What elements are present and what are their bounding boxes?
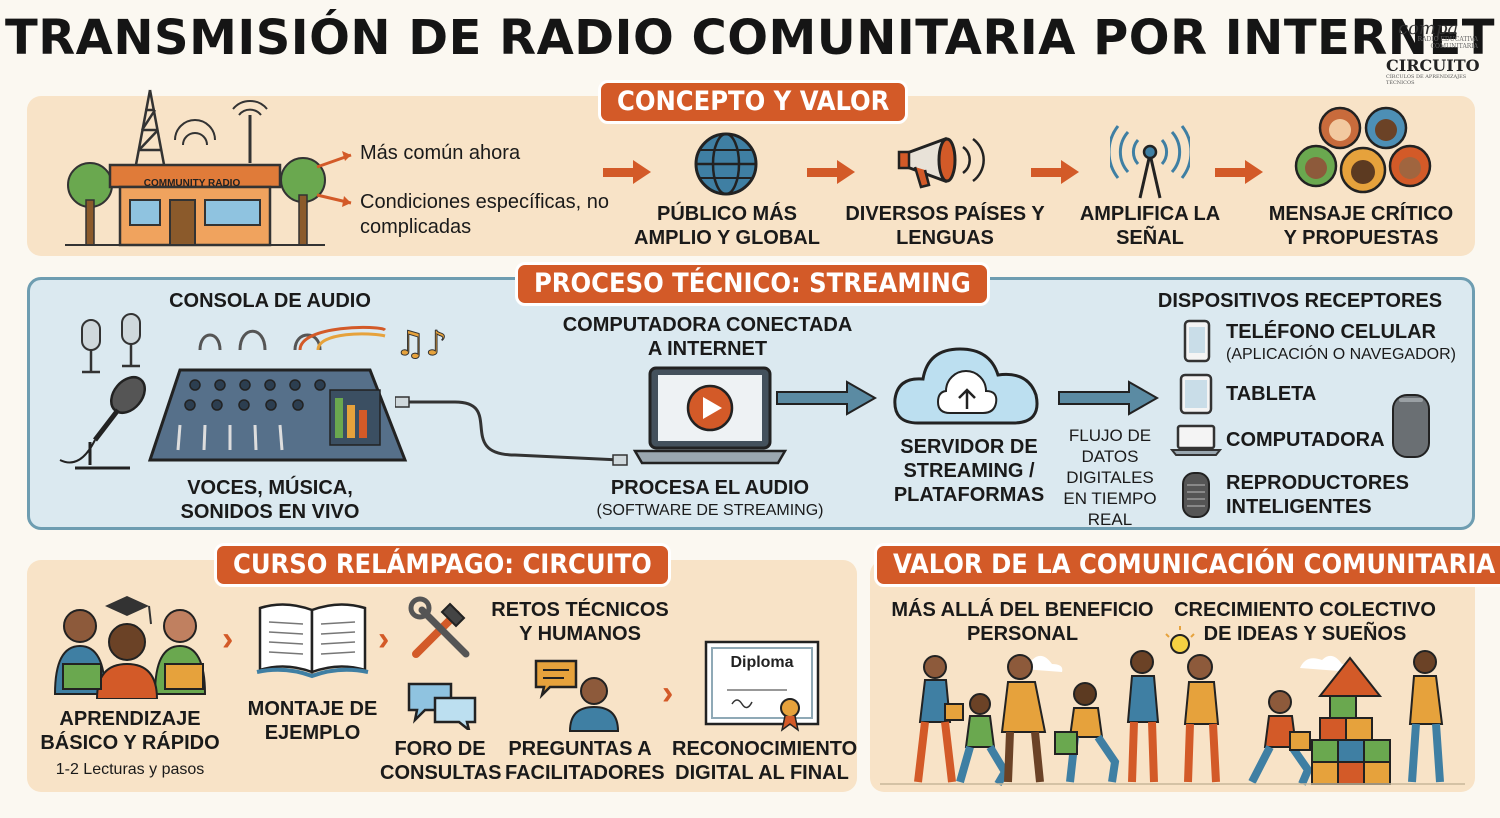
globe-icon bbox=[694, 132, 758, 196]
note-condiciones: Condiciones específicas, no complicadas bbox=[360, 191, 610, 238]
note-arrows-icon bbox=[316, 151, 352, 207]
tools-icon bbox=[408, 596, 470, 658]
device-tablet-label: TABLETA bbox=[1226, 383, 1317, 405]
step-paises: DIVERSOS PAÍSES Y LENGUAS bbox=[845, 203, 1045, 249]
circuito-logo-text: CIRCUITO bbox=[1386, 56, 1480, 75]
step-mensaje: MENSAJE CRÍTICO Y PROPUESTAS bbox=[1268, 203, 1454, 249]
people-faces-icon bbox=[1294, 106, 1432, 194]
laptop-icon bbox=[1170, 424, 1222, 456]
diploma-word: Diploma bbox=[730, 654, 794, 671]
curso-item1-sub: 1-2 Lecturas y pasos bbox=[55, 761, 205, 778]
circuito-tagline: CÍRCULOS DE APRENDIZAJES TÉCNICOS bbox=[1386, 74, 1467, 86]
flow-arrow-2 bbox=[807, 160, 855, 184]
console-caption: VOCES, MÚSICA, SONIDOS EN VIVO bbox=[180, 477, 360, 523]
arrow-to-devices-icon bbox=[1058, 380, 1160, 416]
step-amplifica: AMPLIFICA LA SEÑAL bbox=[1079, 203, 1221, 249]
device-smart-label: REPRODUCTORES INTELIGENTES bbox=[1226, 472, 1409, 518]
audio-cable-icon bbox=[395, 396, 628, 466]
curso-item2: MONTAJE DE EJEMPLO bbox=[247, 698, 378, 744]
chevron-right-icon-3: › bbox=[662, 674, 674, 712]
chevron-right-icon-2: › bbox=[378, 620, 390, 658]
flow-arrow-3 bbox=[1031, 160, 1079, 184]
open-book-icon bbox=[256, 603, 369, 679]
server-caption: SERVIDOR DE STREAMING / PLATAFORMAS bbox=[893, 436, 1045, 506]
tablet-icon bbox=[1179, 373, 1213, 415]
devices-title: DISPOSITIVOS RECEPTORES bbox=[1157, 290, 1443, 312]
community-radio-station-illustration bbox=[65, 89, 326, 247]
valor-left: MÁS ALLÁ DEL BENEFICIO PERSONAL bbox=[891, 599, 1154, 645]
compa-tagline: RADIO EDUCATIVA COMUNITARIA bbox=[1417, 36, 1478, 50]
audio-console-illustration: ♫♪ bbox=[59, 313, 448, 470]
chevron-right-icon: › bbox=[222, 620, 234, 658]
computer-title: COMPUTADORA CONECTADA A INTERNET bbox=[562, 314, 853, 360]
curso-item3b: PREGUNTAS A FACILITADORES bbox=[505, 738, 665, 784]
megaphone-icon bbox=[897, 136, 985, 189]
device-phone-label: TELÉFONO CELULAR bbox=[1226, 321, 1436, 343]
curso-item1: APRENDIZAJE BÁSICO Y RÁPIDO bbox=[40, 708, 220, 754]
cloud-server-icon bbox=[893, 347, 1039, 425]
page-title: TRANSMISIÓN DE RADIO COMUNITARIA POR INT… bbox=[4, 10, 1496, 66]
facilitator-question-icon bbox=[534, 659, 620, 732]
curso-banner: CURSO RELÁMPAGO: CIRCUITO bbox=[214, 543, 671, 587]
students-reading-illustration bbox=[53, 596, 207, 699]
console-title: CONSOLA DE AUDIO bbox=[169, 290, 371, 312]
arrow-to-server-icon bbox=[776, 380, 878, 416]
flow-caption: FLUJO DE DATOS DIGITALES EN TIEMPO REAL bbox=[1063, 426, 1157, 529]
step-publico: PÚBLICO MÁS AMPLIO Y GLOBAL bbox=[634, 203, 820, 249]
device-computer-label: COMPUTADORA bbox=[1226, 429, 1385, 451]
concepto-banner: CONCEPTO Y VALOR bbox=[598, 80, 909, 124]
smart-speaker-tall-icon bbox=[1392, 394, 1430, 458]
phone-icon bbox=[1183, 319, 1211, 363]
flow-arrow-1 bbox=[603, 160, 651, 184]
curso-item3a: FORO DE CONSULTAS bbox=[380, 738, 502, 784]
diploma-icon bbox=[704, 640, 820, 732]
flow-arrow-4 bbox=[1215, 160, 1263, 184]
chat-bubbles-icon bbox=[407, 682, 477, 730]
valor-right: CRECIMIENTO COLECTIVO DE IDEAS Y SUEÑOS bbox=[1174, 599, 1436, 645]
compa-logo-text: compa bbox=[1398, 18, 1459, 39]
svg-text:♫♪: ♫♪ bbox=[395, 324, 447, 364]
curso-item3-top: RETOS TÉCNICOS Y HUMANOS bbox=[491, 599, 669, 645]
station-sign: COMMUNITY RADIO bbox=[143, 178, 241, 189]
valor-banner: VALOR DE LA COMUNICACIÓN COMUNITARIA bbox=[874, 543, 1500, 587]
antenna-icon bbox=[1110, 125, 1190, 199]
smart-speaker-icon bbox=[1182, 472, 1210, 518]
computer-sub: (SOFTWARE DE STREAMING) bbox=[596, 502, 824, 519]
laptop-play-icon bbox=[632, 366, 788, 465]
computer-caption: PROCESA EL AUDIO bbox=[610, 477, 810, 499]
community-building-illustration bbox=[880, 626, 1465, 787]
curso-item4: RECONOCIMIENTO DIGITAL AL FINAL bbox=[672, 738, 858, 784]
device-phone-sub: (APLICACIÓN O NAVEGADOR) bbox=[1226, 346, 1456, 363]
proceso-banner: PROCESO TÉCNICO: STREAMING bbox=[515, 262, 990, 306]
note-mas-comun: Más común ahora bbox=[360, 142, 521, 164]
